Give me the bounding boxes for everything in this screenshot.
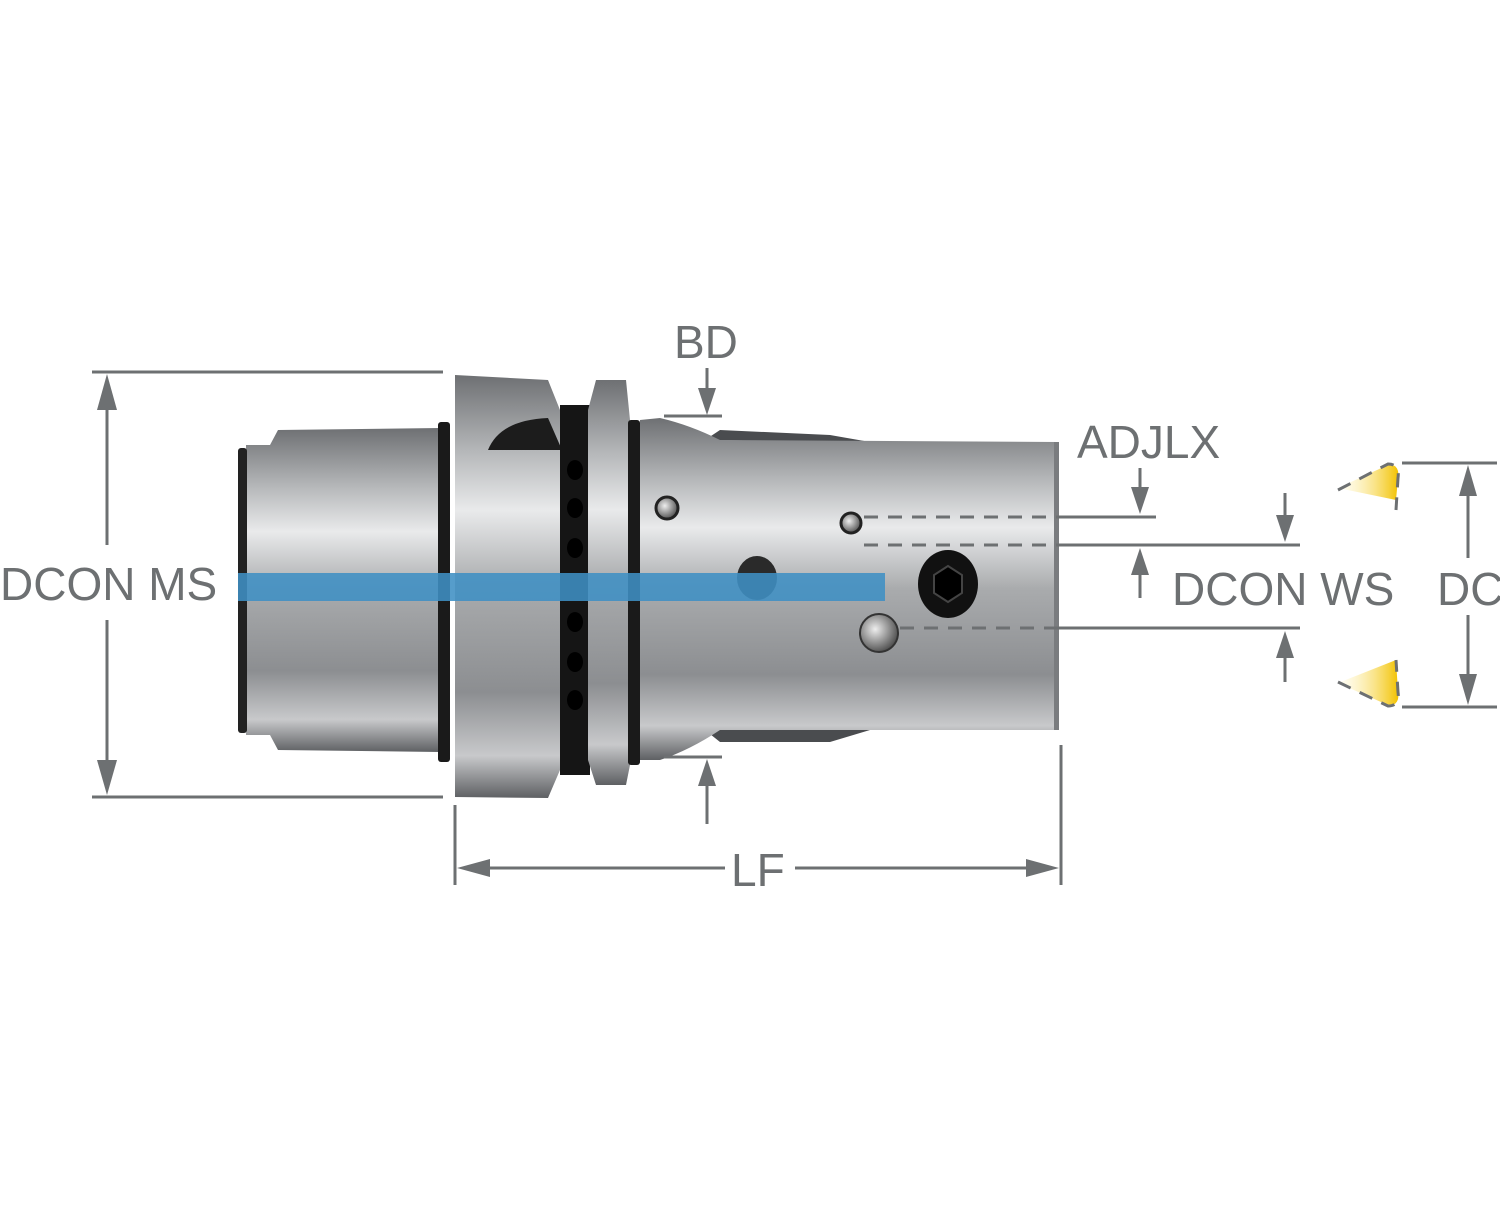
groove-holes bbox=[567, 460, 583, 710]
dimension-adjlx: ADJLX bbox=[864, 416, 1220, 598]
dimension-bd: BD bbox=[664, 316, 738, 824]
screw-icon bbox=[839, 511, 863, 535]
body-end-face bbox=[1054, 442, 1059, 730]
label-adjlx: ADJLX bbox=[1077, 416, 1220, 468]
label-bd: BD bbox=[674, 316, 738, 368]
cutting-insert-top bbox=[1337, 462, 1400, 511]
hex-socket-icon bbox=[933, 564, 963, 604]
screw-icon bbox=[859, 613, 899, 653]
dcon-ms-highlight-bar bbox=[238, 573, 885, 601]
dimension-dc: DC bbox=[1402, 461, 1500, 709]
dimension-lf: LF bbox=[453, 745, 1063, 896]
label-dcon-ms: DCON MS bbox=[0, 558, 217, 610]
label-dc: DC bbox=[1437, 563, 1500, 615]
cutting-insert-bottom bbox=[1337, 659, 1400, 708]
bump-bottom bbox=[705, 730, 870, 742]
bump-top bbox=[705, 430, 870, 442]
label-lf: LF bbox=[731, 844, 785, 896]
dimension-dcon-ws: DCON WS bbox=[864, 493, 1394, 682]
dimension-dcon-ms: DCON MS bbox=[0, 370, 443, 799]
flange-notch bbox=[488, 418, 562, 450]
screw-icon bbox=[654, 495, 680, 521]
label-dcon-ws: DCON WS bbox=[1172, 563, 1394, 615]
